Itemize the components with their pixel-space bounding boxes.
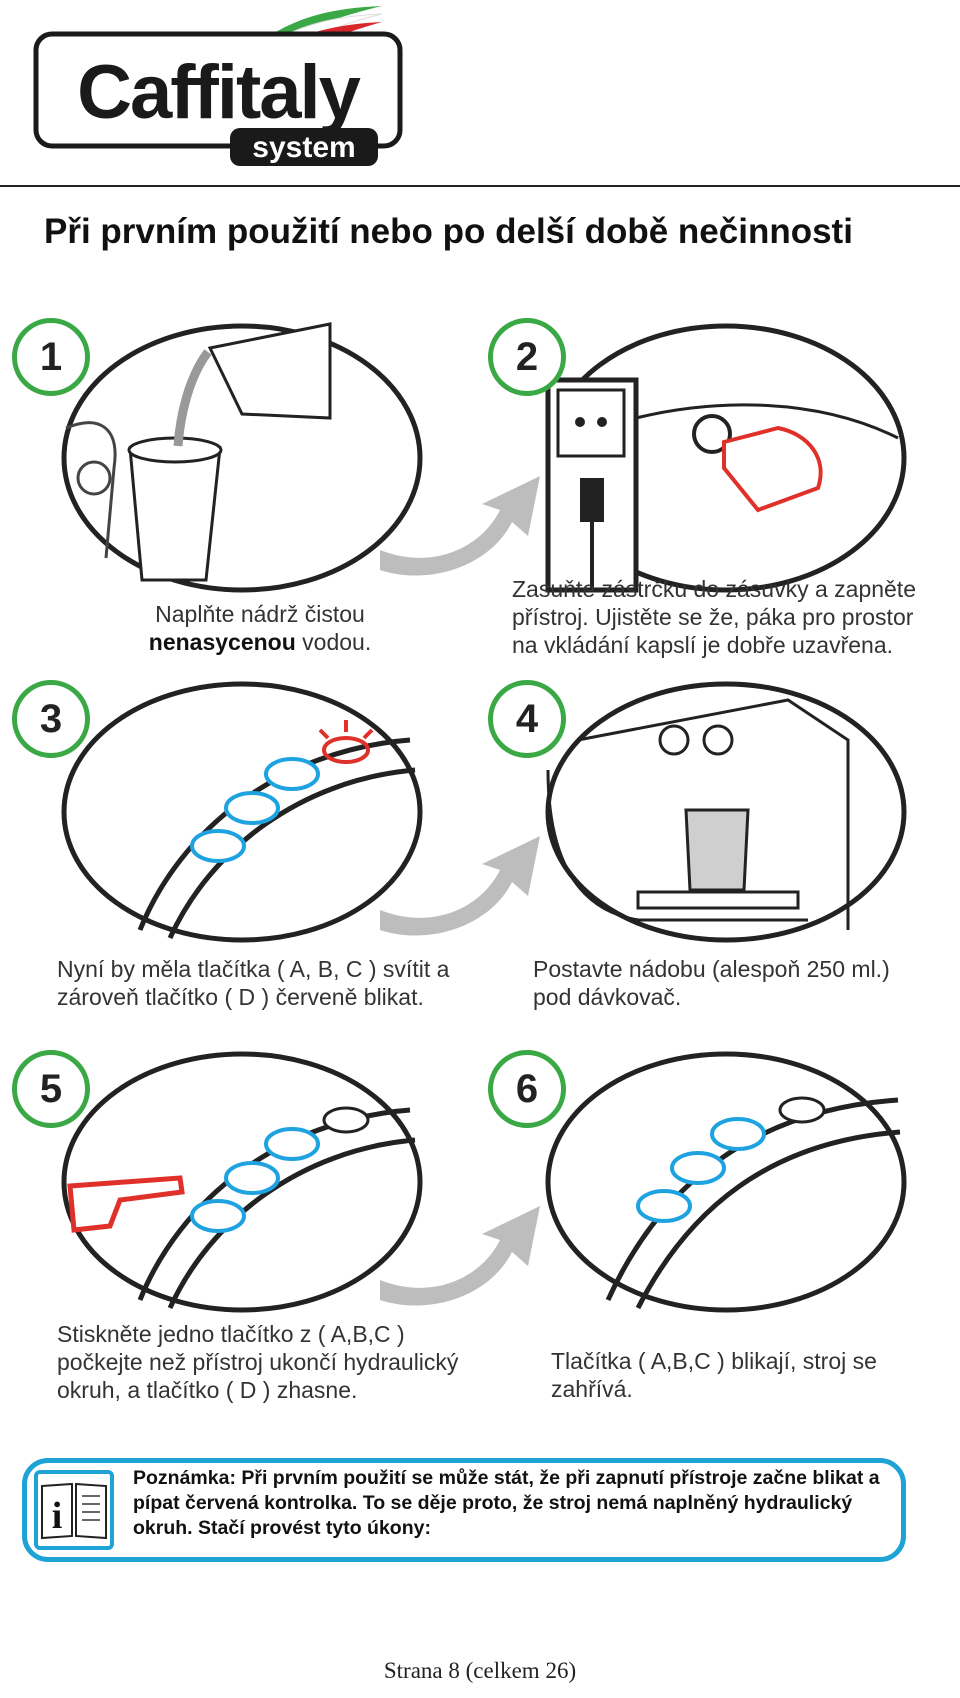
step-3-caption: Nyní by měla tlačítka ( A, B, C ) svítit…	[57, 956, 450, 1010]
header-rule	[0, 185, 960, 187]
svg-text:i: i	[52, 1495, 63, 1537]
step-2: 2	[488, 318, 918, 598]
arrow-icon	[380, 1206, 540, 1306]
note-text: Poznámka: Při prvním použití se může stá…	[133, 1467, 880, 1539]
step-2-caption: Zasuňte zástrčku do zásuvky a zapněte př…	[512, 576, 916, 658]
step-6: 6	[488, 1050, 918, 1320]
svg-text:Caffitaly: Caffitaly	[77, 50, 361, 135]
svg-text:system: system	[252, 131, 355, 164]
step-number-badge: 4	[488, 680, 566, 758]
step-3: 3	[10, 680, 440, 950]
step-number-badge: 5	[12, 1050, 90, 1128]
caffitaly-logo: Caffitaly system	[33, 6, 403, 166]
step-6-caption: Tlačítka ( A,B,C ) blikají, stroj se zah…	[551, 1348, 877, 1402]
step-5: 5	[10, 1050, 440, 1320]
step-1: 1	[10, 318, 440, 598]
step-number-badge: 3	[12, 680, 90, 758]
step-number-badge: 6	[488, 1050, 566, 1128]
info-book-icon: i	[34, 1470, 114, 1550]
step-4-caption: Postavte nádobu (alespoň 250 ml.) pod dá…	[533, 956, 890, 1010]
step-number-badge: 2	[488, 318, 566, 396]
step-5-caption: Stiskněte jedno tlačítko z ( A,B,C ) poč…	[57, 1321, 459, 1403]
step-number-badge: 1	[12, 318, 90, 396]
arrow-icon	[380, 476, 540, 576]
arrow-icon	[380, 836, 540, 936]
step-4: 4	[488, 680, 918, 950]
page-footer: Strana 8 (celkem 26)	[383, 1658, 577, 1683]
page-title: Při prvním použití nebo po delší době ne…	[44, 212, 853, 251]
note-box	[22, 1458, 906, 1562]
